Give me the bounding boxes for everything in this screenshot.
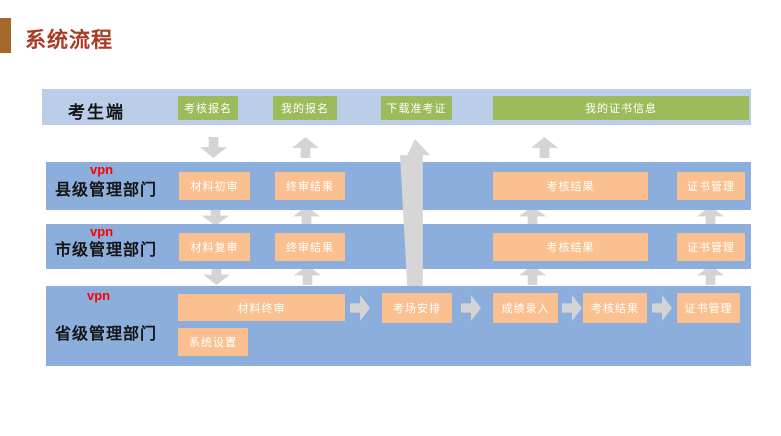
- title-accent-bar: [0, 18, 11, 53]
- btn-system-settings: 系统设置: [178, 328, 248, 356]
- page-title: 系统流程: [25, 29, 113, 52]
- btn-score-entry: 成绩录入: [493, 293, 558, 323]
- arrow-up-icon: [292, 137, 319, 158]
- row-city: vpn 市级管理部门 材料复审 终审结果 考核结果 证书管理: [46, 224, 751, 269]
- btn-exam-result: 考核结果: [493, 172, 648, 200]
- btn-exam-result: 考核结果: [583, 293, 647, 323]
- btn-material-first-review: 材料初审: [179, 172, 250, 200]
- vpn-label: vpn: [87, 288, 111, 303]
- row-city-label: 市级管理部门: [55, 242, 158, 259]
- row-province-label: 省级管理部门: [55, 326, 158, 343]
- btn-download-ticket: 下载准考证: [381, 96, 452, 120]
- btn-material-final-review: 材料终审: [178, 294, 345, 321]
- vpn-label: vpn: [90, 162, 114, 177]
- row-county-label: 县级管理部门: [55, 182, 158, 199]
- btn-exam-result: 考核结果: [493, 233, 648, 261]
- btn-cert-management: 证书管理: [677, 172, 745, 200]
- btn-exam-signup: 考核报名: [178, 96, 238, 120]
- btn-cert-management: 证书管理: [677, 293, 740, 323]
- btn-cert-management: 证书管理: [677, 233, 745, 261]
- btn-venue-arrangement: 考场安排: [382, 293, 452, 323]
- row-county: vpn 县级管理部门 材料初审 终审结果 考核结果 证书管理: [46, 162, 751, 210]
- vpn-label: vpn: [90, 224, 114, 239]
- row-province: vpn 省级管理部门 材料终审 系统设置 考场安排 成绩录入 考核结果 证书管理: [46, 286, 751, 366]
- btn-material-second-review: 材料复审: [179, 233, 250, 261]
- arrow-up-icon: [531, 137, 558, 158]
- btn-my-signup: 我的报名: [273, 96, 337, 120]
- btn-final-review-result: 终审结果: [275, 172, 345, 200]
- btn-final-review-result: 终审结果: [275, 233, 345, 261]
- btn-my-certificates: 我的证书信息: [493, 96, 749, 120]
- row-candidate: 考生端 考核报名 我的报名 下载准考证 我的证书信息: [42, 89, 751, 125]
- arrow-down-icon: [200, 137, 227, 158]
- row-candidate-label: 考生端: [68, 103, 125, 122]
